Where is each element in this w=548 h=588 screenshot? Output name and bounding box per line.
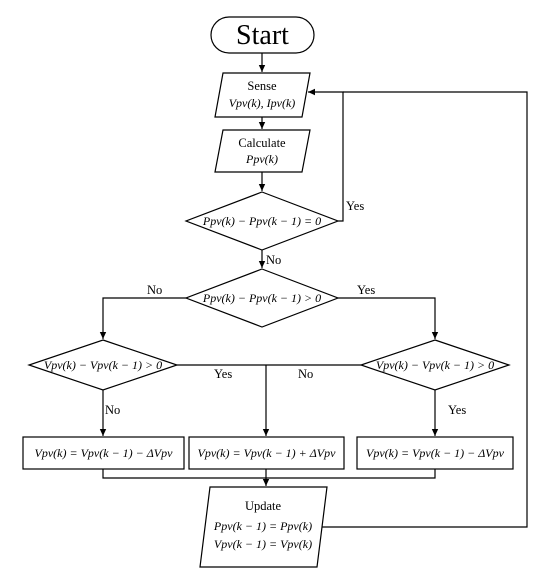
start-label: Start <box>236 20 289 51</box>
action-decrease-right-text: Vpv(k) = Vpv(k − 1) − ΔVpv <box>366 446 505 460</box>
calculate-expression: Ppv(k) <box>245 152 278 166</box>
label-greater-no: No <box>147 283 162 297</box>
sense-io-box <box>214 72 311 118</box>
connector-update-loop <box>322 91 528 528</box>
update-line-2: Vpv(k − 1) = Vpv(k) <box>214 537 312 551</box>
calculate-io-box <box>214 129 311 173</box>
connector-greater-yes <box>338 297 439 339</box>
action-decrease-right <box>356 436 514 470</box>
label-equal-yes: Yes <box>346 199 364 213</box>
decision-voltage-left-text: Vpv(k) − Vpv(k − 1) > 0 <box>44 358 162 372</box>
label-right-yes: Yes <box>448 403 466 417</box>
decision-power-equal-text: Ppv(k) − Ppv(k − 1) = 0 <box>202 214 321 228</box>
label-left-yes: Yes <box>214 367 232 381</box>
update-io-box <box>199 486 328 568</box>
label-equal-no: No <box>266 253 281 267</box>
action-increase-text: Vpv(k) = Vpv(k − 1) + ΔVpv <box>198 446 337 460</box>
label-greater-yes: Yes <box>357 283 375 297</box>
label-right-no: No <box>298 367 313 381</box>
action-decrease-left <box>22 436 185 470</box>
label-left-no: No <box>105 403 120 417</box>
connector-merge <box>102 469 436 479</box>
calculate-title: Calculate <box>238 136 286 150</box>
update-line-1: Ppv(k − 1) = Ppv(k) <box>213 519 312 533</box>
decision-power-greater <box>184 268 340 328</box>
connector-greater-no <box>99 297 186 339</box>
sense-expression: Vpv(k), Ipv(k) <box>229 96 296 110</box>
action-decrease-left-text: Vpv(k) = Vpv(k − 1) − ΔVpv <box>35 446 174 460</box>
sense-title: Sense <box>247 79 277 93</box>
action-increase <box>188 436 345 470</box>
connector-equal-yes-loop <box>308 88 344 222</box>
decision-voltage-right-text: Vpv(k) − Vpv(k − 1) > 0 <box>376 358 494 372</box>
decision-power-greater-text: Ppv(k) − Ppv(k − 1) > 0 <box>202 291 321 305</box>
update-title: Update <box>245 499 282 513</box>
